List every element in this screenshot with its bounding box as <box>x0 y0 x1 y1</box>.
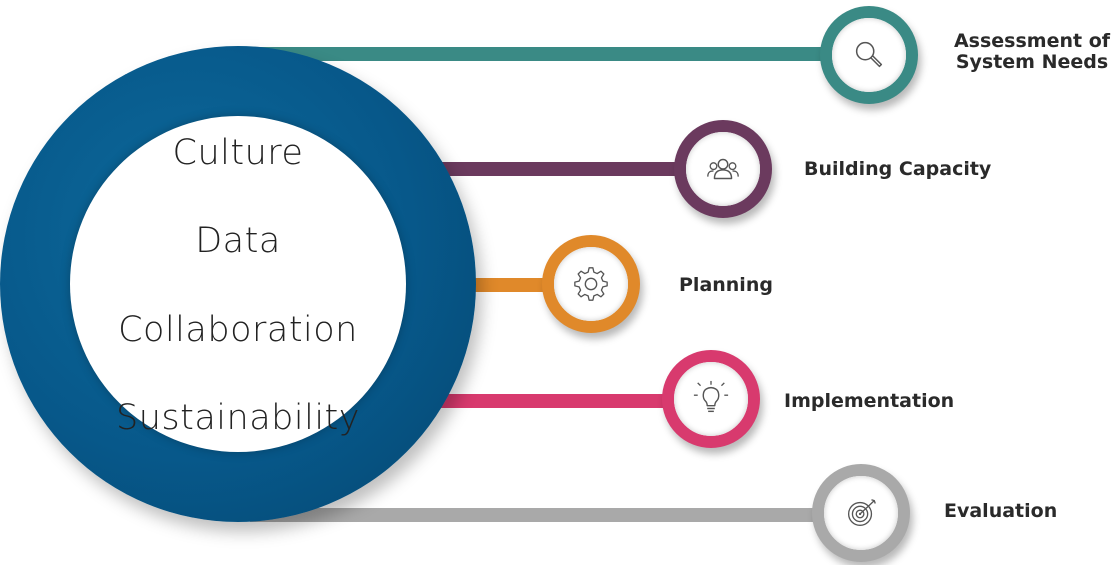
core-disc <box>70 116 406 452</box>
core-word-sustainability: Sustainability <box>116 397 360 438</box>
assessment-node <box>820 6 918 104</box>
implementation-connector <box>380 394 710 408</box>
people-icon <box>707 158 739 180</box>
search-icon <box>855 41 883 68</box>
capacity-label: Building Capacity <box>804 158 992 180</box>
implementation-label: Implementation <box>784 390 955 412</box>
assessment-label-line1: Assessment of <box>953 30 1111 52</box>
core-word-culture: Culture <box>172 133 304 173</box>
assessment-label-line2: System Needs <box>955 51 1109 73</box>
implementation-node-well <box>674 362 748 436</box>
target-icon <box>847 499 876 527</box>
assessment-node-well <box>832 18 906 92</box>
assessment-label: Assessment of System Needs <box>952 31 1112 73</box>
core-word-collaboration: Collaboration <box>118 309 358 350</box>
evaluation-label: Evaluation <box>944 500 1058 522</box>
capacity-connector <box>380 162 730 176</box>
gear-icon <box>574 267 608 301</box>
lightbulb-icon <box>693 380 729 413</box>
evaluation-node-well <box>824 476 898 550</box>
planning-label: Planning <box>679 274 773 296</box>
evaluation-connector <box>250 508 870 522</box>
core-word-data: Data <box>195 221 281 262</box>
evaluation-node <box>812 464 910 562</box>
implementation-node <box>662 350 760 448</box>
capacity-node-well <box>686 132 760 206</box>
planning-node <box>542 235 640 333</box>
assessment-connector <box>250 47 880 61</box>
capacity-node <box>674 120 772 218</box>
core-words: Culture Data Collaboration Sustainabilit… <box>70 136 406 436</box>
planning-node-well <box>554 247 628 321</box>
